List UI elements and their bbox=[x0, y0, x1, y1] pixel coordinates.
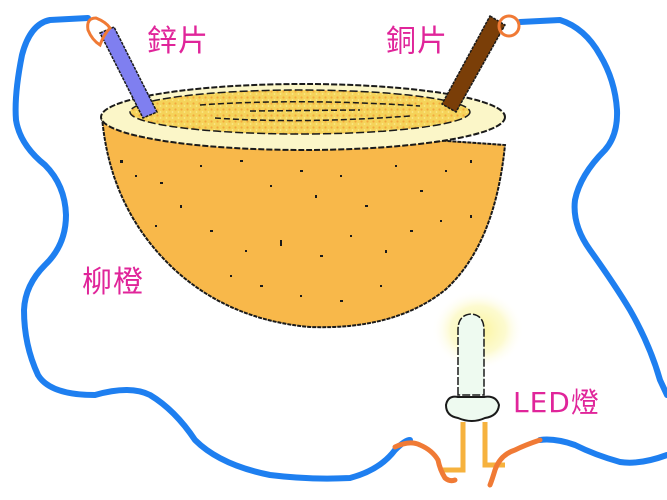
led-label: LED燈 bbox=[513, 386, 600, 419]
copper-strip-label: 銅片 bbox=[386, 24, 448, 59]
peel-speckles bbox=[120, 160, 472, 302]
orange-half bbox=[100, 83, 507, 329]
copper-clip bbox=[497, 14, 521, 38]
copper-strip bbox=[440, 14, 507, 114]
wire-right bbox=[517, 17, 667, 466]
fruit-label: 柳橙 bbox=[82, 265, 144, 300]
wire-left bbox=[12, 15, 413, 482]
zinc-strip-label: 鋅片 bbox=[147, 24, 209, 59]
zinc-clip bbox=[86, 16, 112, 48]
led bbox=[392, 290, 543, 488]
